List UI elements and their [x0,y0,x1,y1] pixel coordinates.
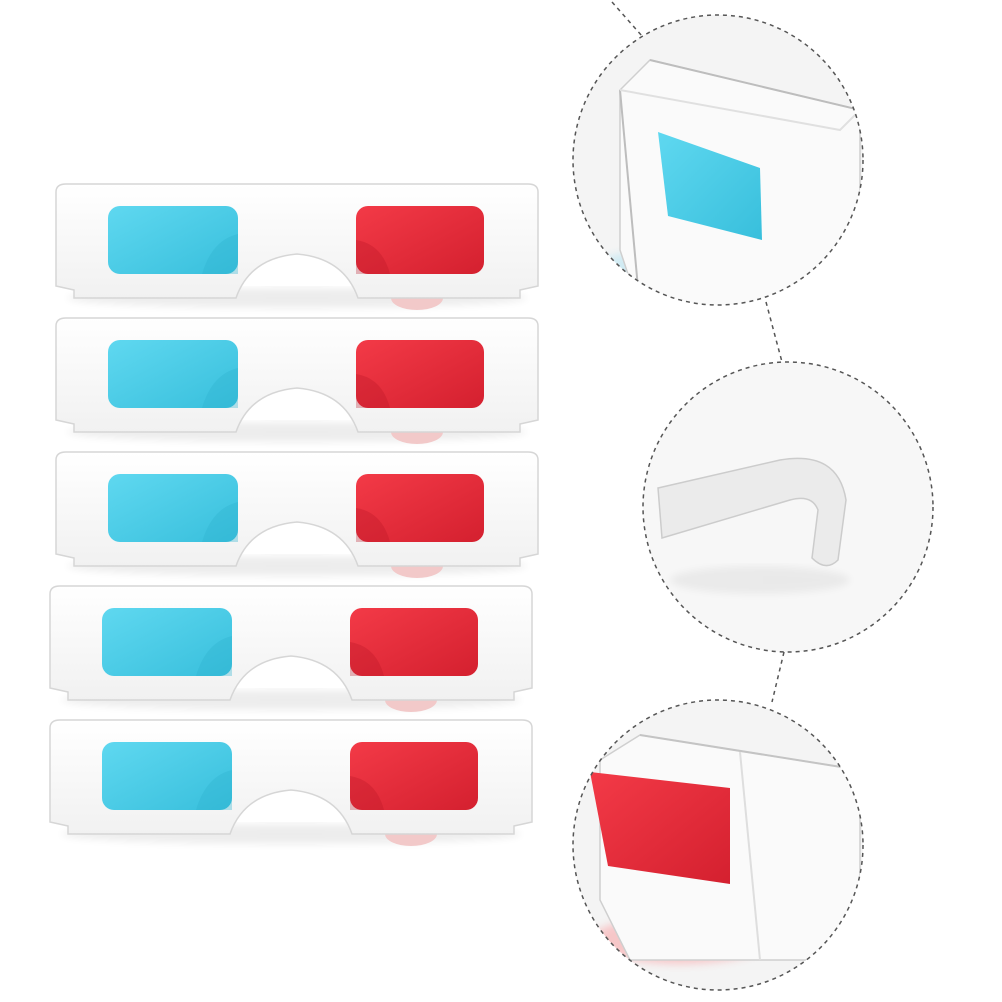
glasses-pair [50,586,532,712]
glasses-pair [56,452,538,578]
glasses-pair [50,720,532,846]
detail-circle-temple-arm [642,361,934,653]
detail-circle-cyan-lens [572,14,864,306]
glasses-pair [56,318,538,444]
glasses-pair [56,184,538,310]
connector-lines [611,1,785,703]
detail-circle-red-lens [572,699,864,991]
